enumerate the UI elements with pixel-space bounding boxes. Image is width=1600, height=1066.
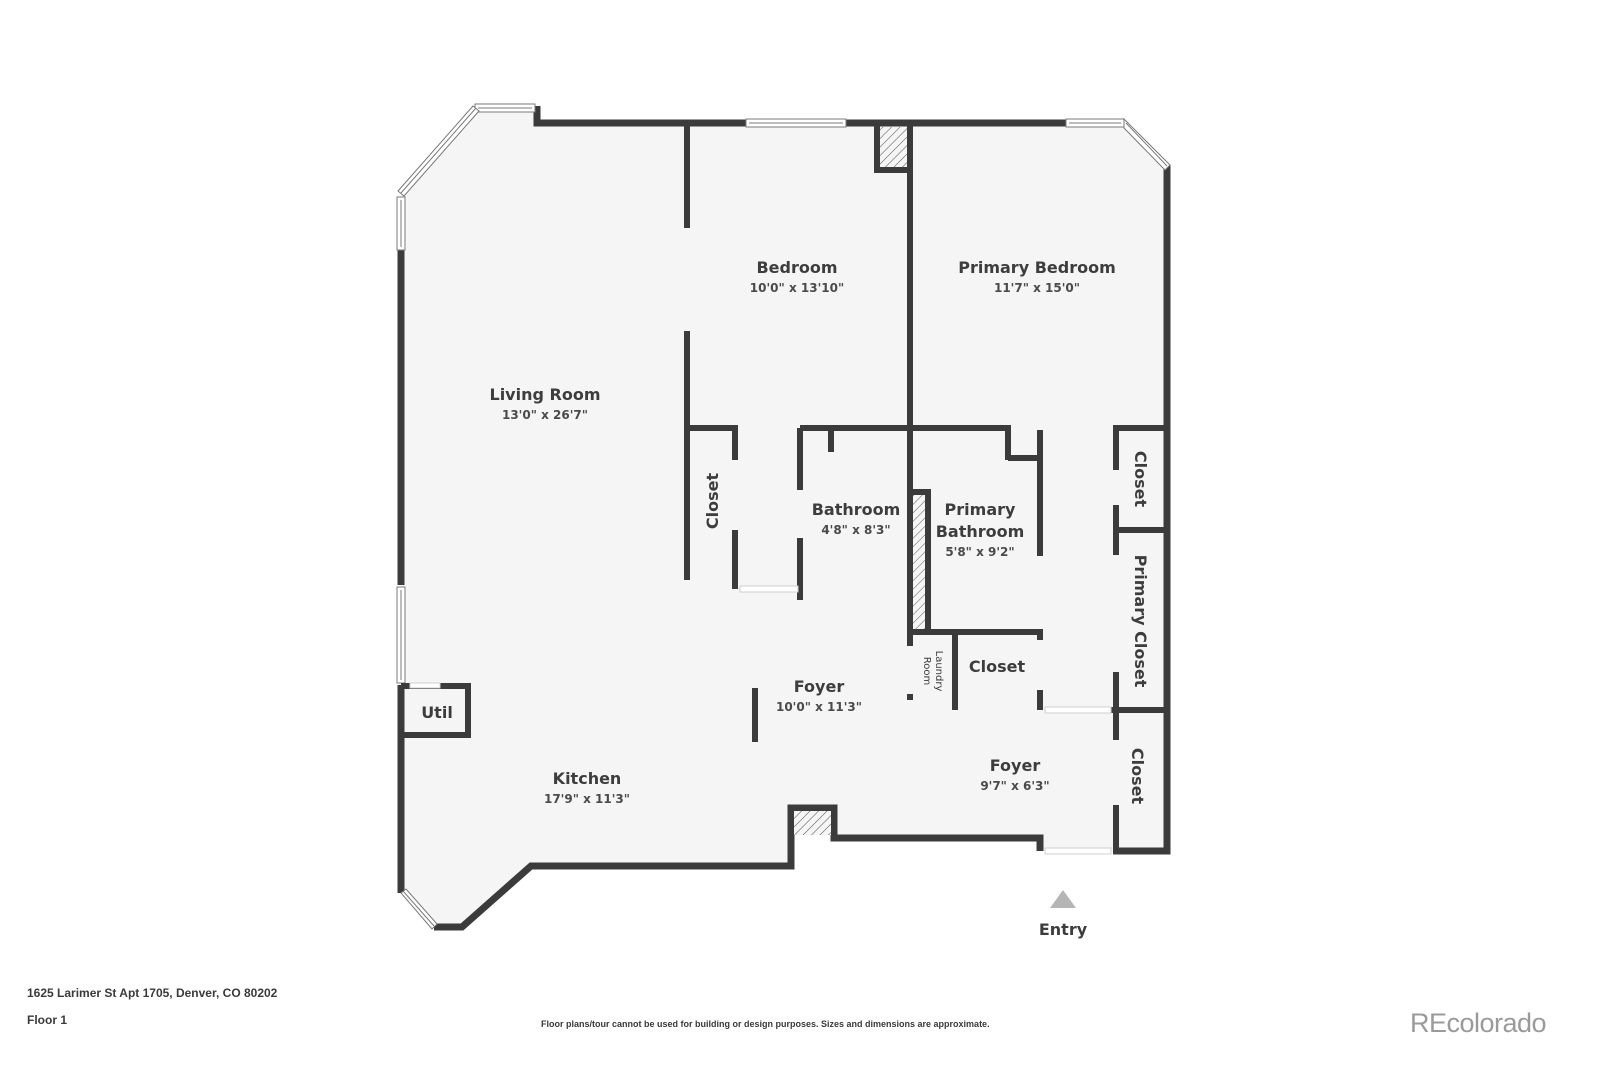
room-primary-bathroom-name-2: Bathroom <box>936 522 1025 541</box>
room-closet-bedroom-name: Closet <box>703 473 722 530</box>
room-primary-closet-name: Primary Closet <box>1131 555 1150 688</box>
room-bedroom-dims: 10'0" x 13'10" <box>750 281 844 295</box>
floor-area <box>401 108 1167 927</box>
room-foyer-entry-dims: 9'7" x 6'3" <box>980 779 1049 793</box>
windows <box>396 103 1171 930</box>
floor-label: Floor 1 <box>27 1013 68 1027</box>
room-labels: Living Room 13'0" x 26'7" Bedroom 10'0" … <box>421 258 1150 806</box>
room-living-room-dims: 13'0" x 26'7" <box>502 408 588 422</box>
room-laundry-name-2: Room <box>921 657 932 685</box>
room-closet-hall-name: Closet <box>969 657 1026 676</box>
brand-logo: REcolorado <box>1410 1008 1547 1038</box>
exterior-walls <box>397 106 1171 931</box>
room-laundry-name-1: Laundry <box>933 651 944 692</box>
chase-top <box>880 127 907 167</box>
room-closet-entry-name: Closet <box>1128 748 1147 805</box>
room-bathroom-dims: 4'8" x 8'3" <box>821 523 890 537</box>
room-bathroom-name: Bathroom <box>812 500 901 519</box>
property-address: 1625 Larimer St Apt 1705, Denver, CO 802… <box>27 986 278 1000</box>
room-kitchen-name: Kitchen <box>553 769 622 788</box>
room-foyer-dims: 10'0" x 11'3" <box>776 700 862 714</box>
chase-bath <box>913 495 925 629</box>
room-closet-primary-name: Closet <box>1131 451 1150 508</box>
room-bedroom-name: Bedroom <box>756 258 837 277</box>
entry-label: Entry <box>1039 920 1088 939</box>
room-primary-bathroom-name-1: Primary <box>945 500 1016 519</box>
room-primary-bedroom-name: Primary Bedroom <box>958 258 1116 277</box>
interior-walls <box>401 123 1167 851</box>
door-openings <box>409 585 1112 855</box>
room-foyer-entry-name: Foyer <box>990 756 1041 775</box>
room-primary-bathroom-dims: 5'8" x 9'2" <box>945 545 1014 559</box>
room-kitchen-dims: 17'9" x 11'3" <box>544 792 630 806</box>
room-util-name: Util <box>421 703 453 722</box>
disclaimer: Floor plans/tour cannot be used for buil… <box>541 1019 990 1029</box>
room-primary-bedroom-dims: 11'7" x 15'0" <box>994 281 1080 295</box>
triangle-up-icon <box>1050 890 1076 908</box>
chase-kitchen <box>794 811 831 835</box>
room-foyer-name: Foyer <box>794 677 845 696</box>
room-living-room-name: Living Room <box>490 385 601 404</box>
